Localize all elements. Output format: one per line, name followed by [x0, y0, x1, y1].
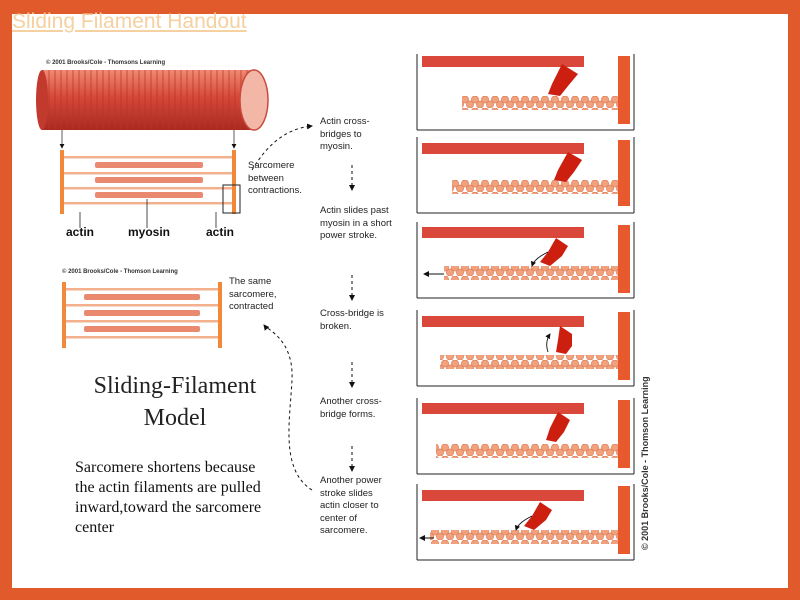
label-sarcomere-contracted: The same sarcomere, contracted [229, 276, 277, 312]
copyright-vertical: © 2001 Brooks/Cole - Thomson Learning [640, 376, 650, 550]
step-label-2: Actin slides past myosin in a short powe… [320, 205, 392, 241]
muscle-fiber-illustration [36, 69, 269, 149]
copyright-mid: © 2001 Brooks/Cole - Thomson Learning [62, 269, 178, 275]
step-panel-5 [416, 398, 635, 475]
copyright-top: © 2001 Brooks/Cole - Thomsons Learning [46, 60, 166, 66]
label-actin-right: actin [206, 225, 235, 239]
label-sarcomere-relaxed: Sarcomere between contractions. [248, 160, 302, 196]
handout-title-link[interactable]: Sliding Filament Handout [12, 10, 247, 33]
step-panel-6 [416, 484, 635, 561]
step-panel-2 [416, 137, 635, 214]
label-myosin: myosin [128, 225, 171, 239]
sarcomere-contracted-illustration [62, 282, 222, 348]
sarcomere-relaxed-illustration [60, 150, 241, 228]
model-title: Sliding-Filament Model [93, 373, 257, 431]
model-description: Sarcomere shortens because the actin fil… [75, 459, 262, 536]
connector-arrows [251, 123, 355, 491]
step-panel-4 [416, 310, 635, 387]
step-label-5: Another power stroke slides actin closer… [320, 475, 382, 536]
step-panel-1 [416, 54, 635, 131]
step-label-3: Cross-bridge is broken. [320, 308, 384, 332]
label-actin-left: actin [66, 225, 95, 239]
step-panel-3 [416, 222, 635, 299]
step-label-4: Another cross-bridge forms. [320, 396, 382, 420]
step-label-1: Actin cross-bridges to myosin. [320, 116, 370, 152]
